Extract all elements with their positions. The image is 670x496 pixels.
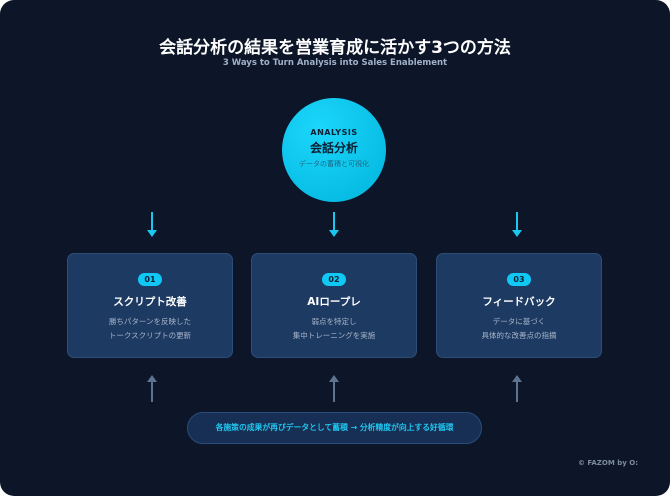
step-badge: 03 [507,273,531,286]
feedback-loop-banner: 各施策の成果が再びデータとして蓄積 → 分析精度が向上する好循環 [187,412,482,444]
card-desc: データに基づく [492,317,546,326]
card-desc: 弱点を特定し [311,317,357,326]
method-card-2: 02 AIロープレ 弱点を特定し集中トレーニングを実施 [251,253,417,358]
card-title: スクリプト改善 [113,296,187,308]
analysis-label-jp: 会話分析 [309,141,358,155]
analysis-circle: ANALYSIS 会話分析 データの蓄積と可視化 [282,98,386,202]
card-title: フィードバック [482,296,556,308]
card-desc: 勝ちパターンを反映した [108,317,192,326]
step-badge: 01 [138,273,162,286]
card-desc: トークスクリプトの更新 [108,331,192,340]
analysis-label-en: ANALYSIS [310,128,358,137]
page-title: 会話分析の結果を営業育成に活かす3つの方法 [159,38,511,58]
card-desc: 集中トレーニングを実施 [292,331,376,340]
method-card-3: 03 フィードバック データに基づく具体的な改善点の指摘 [436,253,602,358]
card-desc: 具体的な改善点の指摘 [481,331,557,340]
step-badge: 02 [322,273,346,286]
method-card-1: 01 スクリプト改善 勝ちパターンを反映したトークスクリプトの更新 [67,253,233,358]
page-subtitle: 3 Ways to Turn Analysis into Sales Enabl… [222,58,448,68]
copyright-footer: © FAZOM by O: [577,459,638,467]
analysis-desc: データの蓄積と可視化 [299,160,369,168]
card-title: AIロープレ [307,296,361,308]
